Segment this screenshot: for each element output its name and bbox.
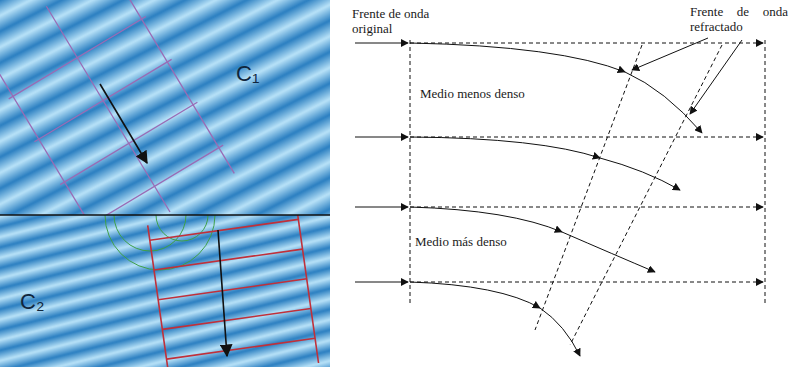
- medium-label: C₁: [236, 62, 259, 86]
- medium-label: C₂: [20, 290, 44, 314]
- refracted-ray-grid: [148, 215, 319, 367]
- incident-ray: [100, 84, 147, 163]
- leader-arrows: [632, 38, 742, 114]
- undeviated-rays: [410, 43, 763, 282]
- incoming-rays: [355, 43, 408, 282]
- medium-one: [0, 0, 330, 215]
- ray-diagram: [355, 38, 765, 356]
- refracted-wavefronts: [535, 45, 722, 345]
- wavefront-label: Frente de onda refractado: [690, 4, 788, 34]
- interface-line: [0, 214, 330, 215]
- huygens-wavelets: [105, 215, 215, 270]
- medium-label: Medio más denso: [415, 234, 507, 249]
- original-wavefront: [410, 40, 411, 305]
- wavefront-label: Frente de onda original: [352, 6, 448, 36]
- refracted-ray: [218, 230, 227, 356]
- medium-label: Medio menos denso: [420, 86, 525, 101]
- boundary-dashed: [765, 40, 766, 305]
- refracted-rays: [410, 43, 702, 356]
- wave-panel: [0, 0, 330, 367]
- incident-ray-grid: [0, 0, 239, 215]
